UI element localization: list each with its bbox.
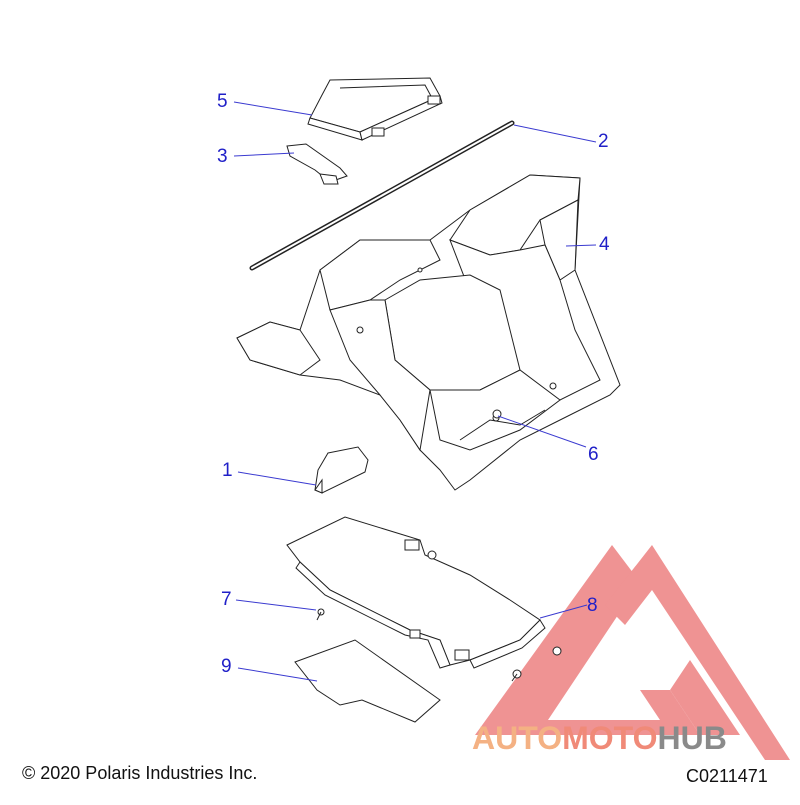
callout-6: 6 bbox=[588, 444, 599, 465]
part-clip bbox=[286, 143, 348, 185]
callout-2: 2 bbox=[598, 131, 609, 152]
watermark-text: AUTOMOTOHUB bbox=[472, 720, 727, 757]
part-top-bracket bbox=[307, 77, 443, 141]
callout-3: 3 bbox=[217, 146, 228, 167]
part-plate bbox=[314, 446, 369, 494]
leader-7 bbox=[235, 599, 317, 611]
watermark-text-hub: HUB bbox=[657, 720, 727, 756]
callout-1: 1 bbox=[222, 460, 233, 481]
callout-9: 9 bbox=[221, 656, 232, 677]
leader-3 bbox=[233, 152, 295, 157]
part-rod bbox=[249, 120, 515, 271]
callout-8: 8 bbox=[587, 595, 598, 616]
leader-2 bbox=[513, 124, 597, 143]
leader-8 bbox=[539, 604, 588, 619]
leader-6 bbox=[497, 415, 587, 448]
callout-4: 4 bbox=[599, 234, 610, 255]
part-main-body bbox=[236, 174, 621, 491]
part-pad bbox=[294, 639, 441, 723]
leader-4 bbox=[565, 244, 597, 247]
part-lower-tray bbox=[286, 516, 546, 669]
leader-lines bbox=[233, 101, 597, 682]
diagram-code: C0211471 bbox=[686, 766, 768, 786]
leader-5 bbox=[233, 101, 313, 116]
callout-7: 7 bbox=[221, 589, 232, 610]
copyright-text: © 2020 Polaris Industries Inc. bbox=[22, 763, 258, 783]
leader-1 bbox=[237, 471, 317, 486]
watermark-text-moto: MOTO bbox=[562, 720, 658, 756]
callout-5: 5 bbox=[217, 91, 228, 112]
watermark-logo bbox=[475, 545, 790, 760]
fasteners bbox=[316, 409, 562, 682]
leader-9 bbox=[237, 667, 318, 682]
watermark-text-auto: AUTO bbox=[472, 720, 563, 756]
